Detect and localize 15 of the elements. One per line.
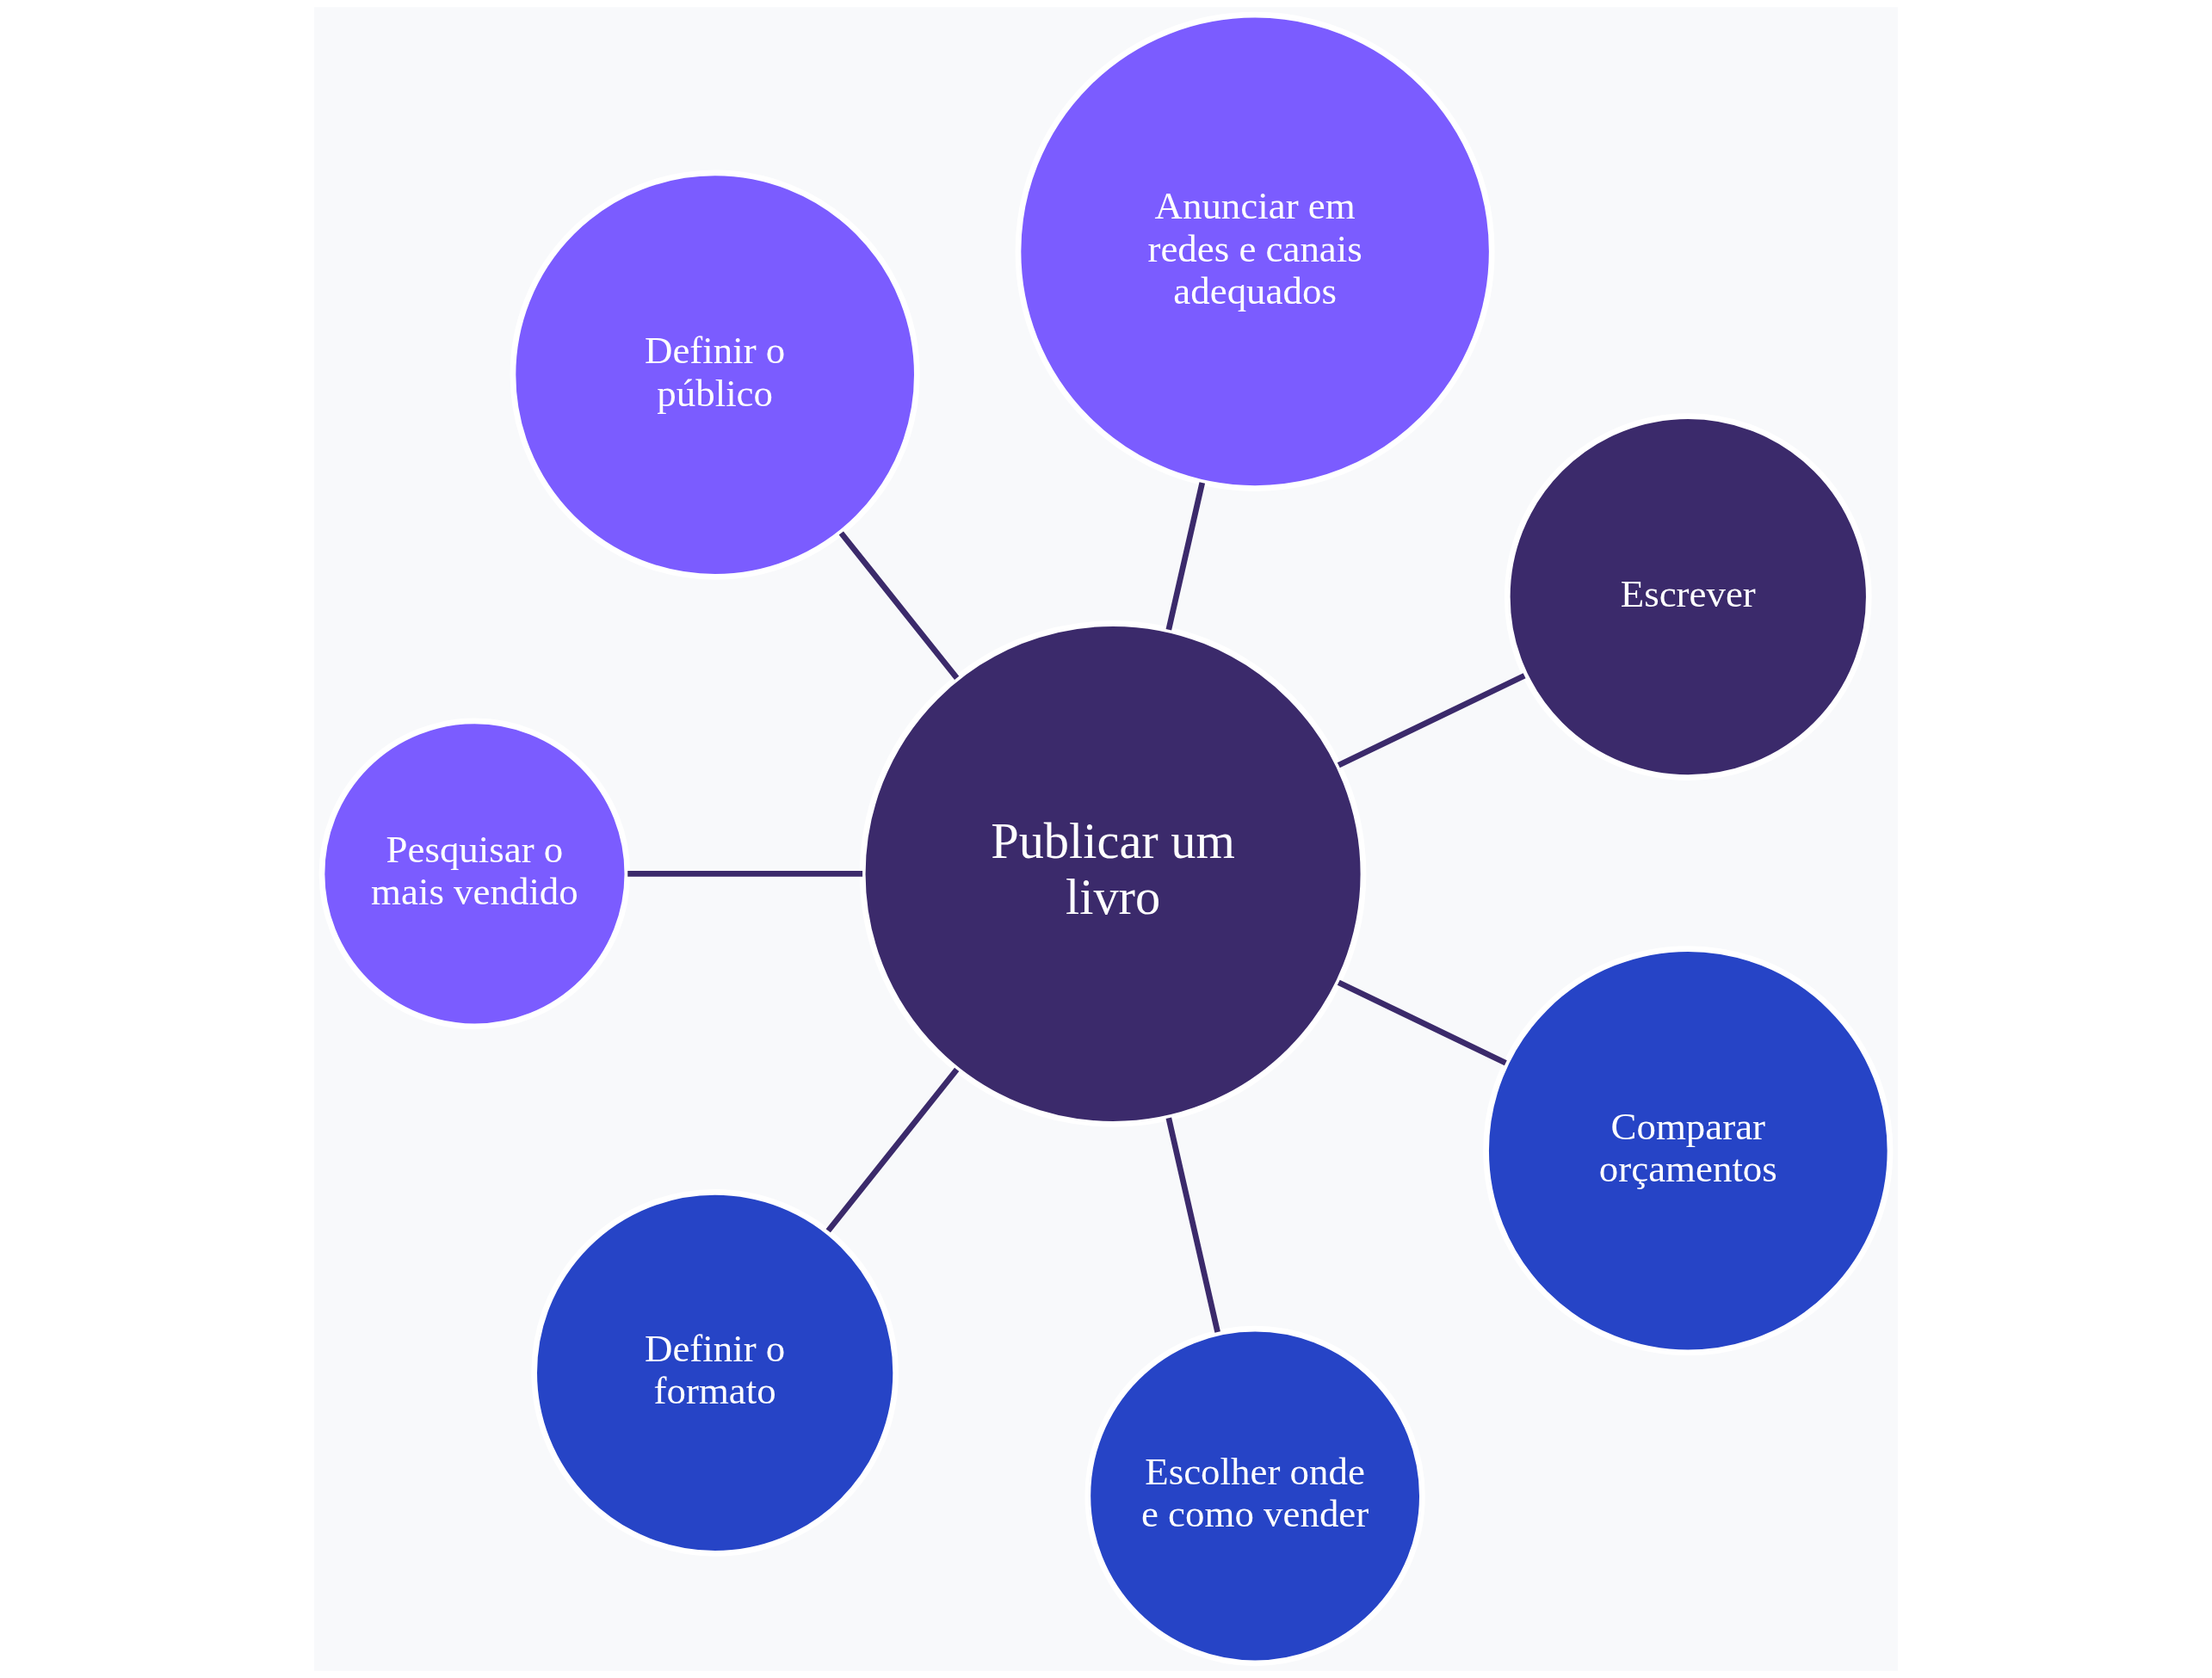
connector: [1337, 673, 1526, 768]
node-circle: Escrever: [1504, 413, 1872, 780]
connector: [1165, 482, 1206, 631]
node-circle: Escolher onde e como vender: [1084, 1325, 1425, 1667]
connector: [825, 1067, 960, 1233]
node-circle: Definir o formato: [531, 1188, 899, 1557]
node-circle: Comparar orçamentos: [1483, 946, 1894, 1356]
node-circle: Definir o público: [510, 170, 920, 580]
connector: [1337, 979, 1507, 1066]
connector: [627, 871, 863, 877]
connector: [1165, 1117, 1220, 1333]
node-circle: Pesquisar o mais vendido: [318, 718, 631, 1030]
connector: [838, 531, 960, 681]
node-circle: Anunciar em redes e canais adequados: [1015, 11, 1495, 491]
node-circle: Publicar um livro: [859, 620, 1367, 1127]
